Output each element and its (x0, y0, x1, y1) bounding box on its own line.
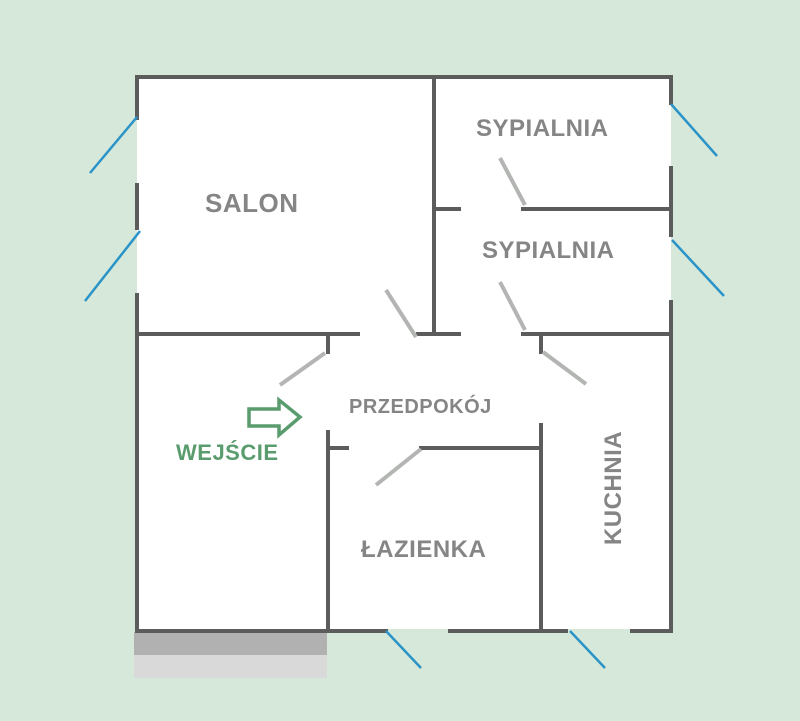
balcony (134, 632, 327, 678)
door-sypialnia-1 (498, 157, 527, 206)
interior-doors (278, 157, 588, 487)
room-label-przedpokoj: PRZEDPOKÓJ (349, 396, 492, 418)
door-left-room (278, 351, 327, 387)
window-salon-2 (84, 230, 141, 302)
door-lazienka (374, 447, 423, 487)
window-lazienka (385, 630, 422, 669)
room-label-kuchnia: KUCHNIA (600, 430, 627, 546)
window-salon-1 (89, 116, 138, 174)
arrow-right-outline-icon (247, 396, 303, 439)
room-label-salon: SALON (205, 188, 299, 218)
window-kuchnia (569, 630, 606, 669)
window-sypialnia-2 (671, 239, 725, 297)
entrance-label: WEJŚCIE (176, 440, 279, 465)
door-sypialnia-2 (498, 281, 527, 331)
windows (84, 103, 725, 669)
window-sypialnia-1 (670, 103, 718, 157)
walls (135, 75, 673, 633)
floor-area (137, 77, 671, 629)
door-salon (384, 288, 418, 339)
room-label-lazienka: ŁAZIENKA (361, 536, 487, 563)
door-kuchnia (541, 350, 588, 386)
room-label-sypialnia-1: SYPIALNIA (476, 115, 609, 142)
room-label-sypialnia-2: SYPIALNIA (482, 237, 615, 264)
